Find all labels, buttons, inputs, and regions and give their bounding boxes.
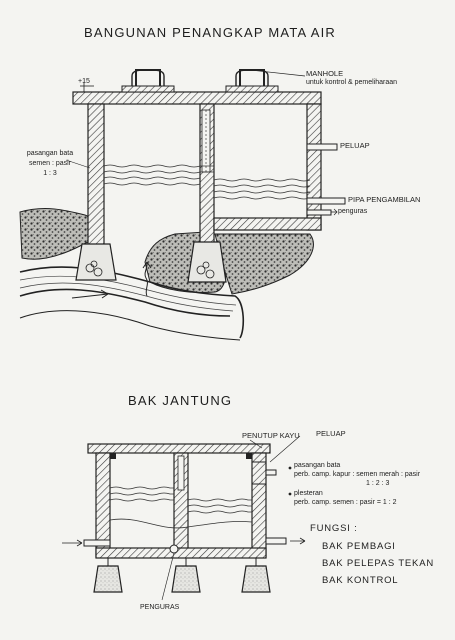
flow-arrow [71, 293, 109, 299]
box-right-wall [251, 452, 267, 558]
box-masonry-label-2: perb. camp. kapur : semen merah : pasir [294, 471, 421, 478]
box-footing-right [241, 565, 271, 593]
box-overflow-label: PELUAP [316, 429, 346, 438]
manhole-right [225, 69, 279, 93]
intake-pipe-label: PIPA PENGAMBILAN [348, 195, 421, 204]
bottom-title: BAK JANTUNG [128, 393, 233, 408]
thickness-label: +15 [78, 78, 90, 85]
spring-capture-section [19, 69, 346, 341]
manhole-sub-label: untuk kontrol & pemeliharaan [306, 79, 398, 86]
plaster-label-2: perb. camp. semen : pasir = 1 : 2 [294, 499, 397, 506]
masonry-label-1: pasangan bata [26, 150, 74, 157]
box-water [109, 486, 253, 529]
aquifer-band-lower [19, 288, 231, 317]
left-wall [87, 103, 105, 247]
box-footing-left [93, 565, 123, 593]
box-footing-mid [171, 565, 201, 593]
box-drain-label: PENGURAS [140, 604, 180, 611]
drain-opening [169, 544, 179, 554]
cover-slab [87, 443, 271, 454]
aquifer-band-upper [19, 266, 245, 339]
drain-pipe [306, 209, 332, 216]
function-item-3: BAK KONTROL [322, 575, 399, 586]
intake-pipe [306, 197, 346, 205]
box-floor [95, 547, 267, 559]
drain-label: penguras [338, 208, 368, 215]
manhole-label: MANHOLE [306, 69, 344, 78]
functions-heading: FUNGSI : [310, 523, 358, 534]
soil-right [214, 233, 314, 295]
plaster-label-1: plesteran [294, 490, 323, 497]
roof-slab [72, 91, 322, 105]
box-masonry-label-1: pasangan bata [294, 462, 341, 469]
function-item-1: BAK PEMBAGI [322, 541, 396, 552]
aquifer-bottom [19, 310, 241, 341]
upflow-arrow [144, 261, 148, 297]
masonry-label-3: 1 : 3 [43, 170, 57, 177]
outlet-pipe [265, 537, 287, 545]
inlet-pipe [83, 539, 111, 547]
manhole-left [121, 69, 175, 93]
masonry-label-2: semen : pasir [28, 160, 72, 167]
cover-label: PENUTUP KAYU [242, 431, 300, 440]
top-title: BANGUNAN PENANGKAP MATA AIR [84, 25, 337, 40]
overflow-pipe [306, 143, 338, 151]
bottom-slab-right [213, 217, 322, 231]
water-surface [103, 164, 311, 200]
junction-box-section [62, 435, 306, 601]
function-item-2: BAK PELEPAS TEKAN [322, 558, 434, 569]
overflow-label: PELUAP [340, 141, 370, 150]
box-masonry-label-3: 1 : 2 : 3 [366, 480, 390, 487]
